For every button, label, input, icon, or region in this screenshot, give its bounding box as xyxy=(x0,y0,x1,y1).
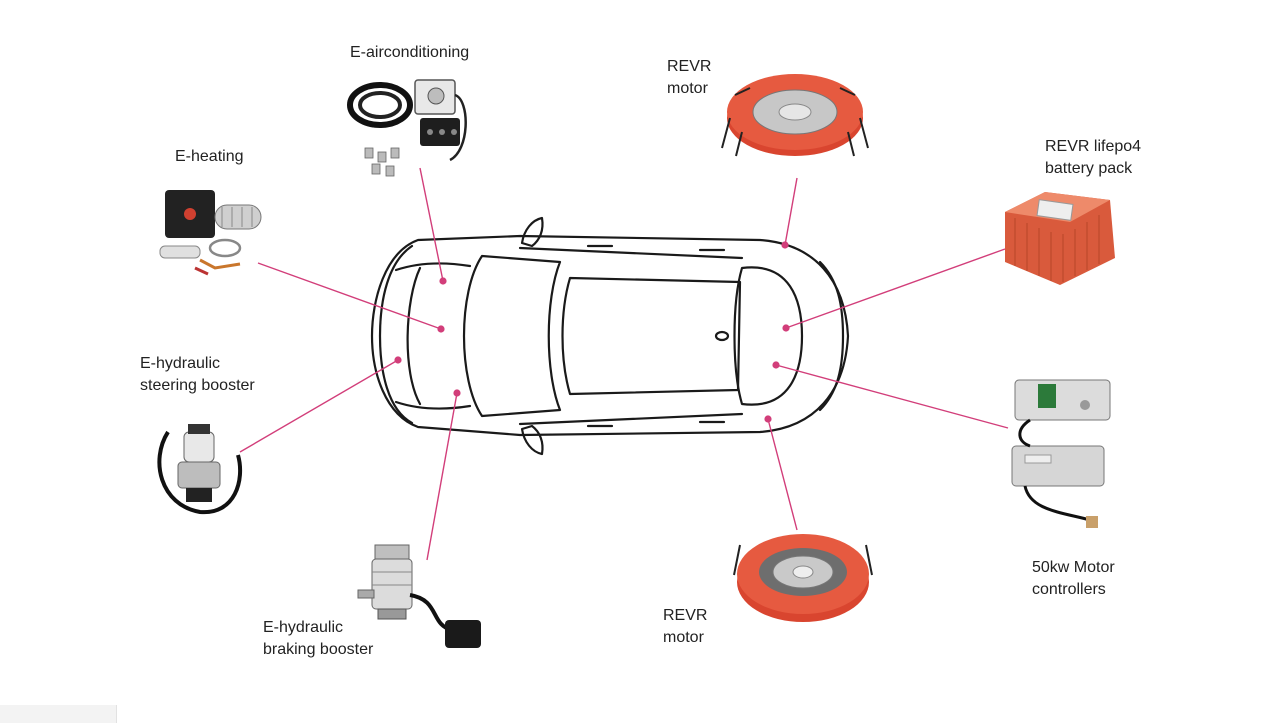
label-e-heating: E-heating xyxy=(175,148,244,165)
braking-pump-illustration xyxy=(357,544,481,648)
label-revr-motor-rear: REVR motor xyxy=(663,607,708,646)
label-e-hydraulic-braking: E-hydraulic braking booster xyxy=(263,619,374,658)
label-revr-battery: REVR lifepo4 battery pack xyxy=(1045,138,1142,177)
label-e-airconditioning: E-airconditioning xyxy=(350,44,470,61)
label-revr-motor-front: REVR motor xyxy=(667,58,712,97)
corner-strip xyxy=(0,705,117,723)
airconditioning-kit-illustration xyxy=(347,79,467,177)
leader-dots xyxy=(394,241,790,423)
battery-pack-illustration xyxy=(1005,192,1115,285)
car-outline xyxy=(370,216,850,456)
label-motor-controllers: 50kw Motor controllers xyxy=(1032,559,1115,598)
motor-controllers-illustration xyxy=(1011,379,1111,528)
heating-kit-illustration xyxy=(159,190,262,276)
front-motor-illustration xyxy=(721,74,869,157)
steering-pump-illustration xyxy=(157,424,243,515)
rear-motor-illustration xyxy=(733,534,873,622)
leader-lines xyxy=(239,167,1009,561)
label-e-hydraulic-steering: E-hydraulic steering booster xyxy=(140,355,255,394)
